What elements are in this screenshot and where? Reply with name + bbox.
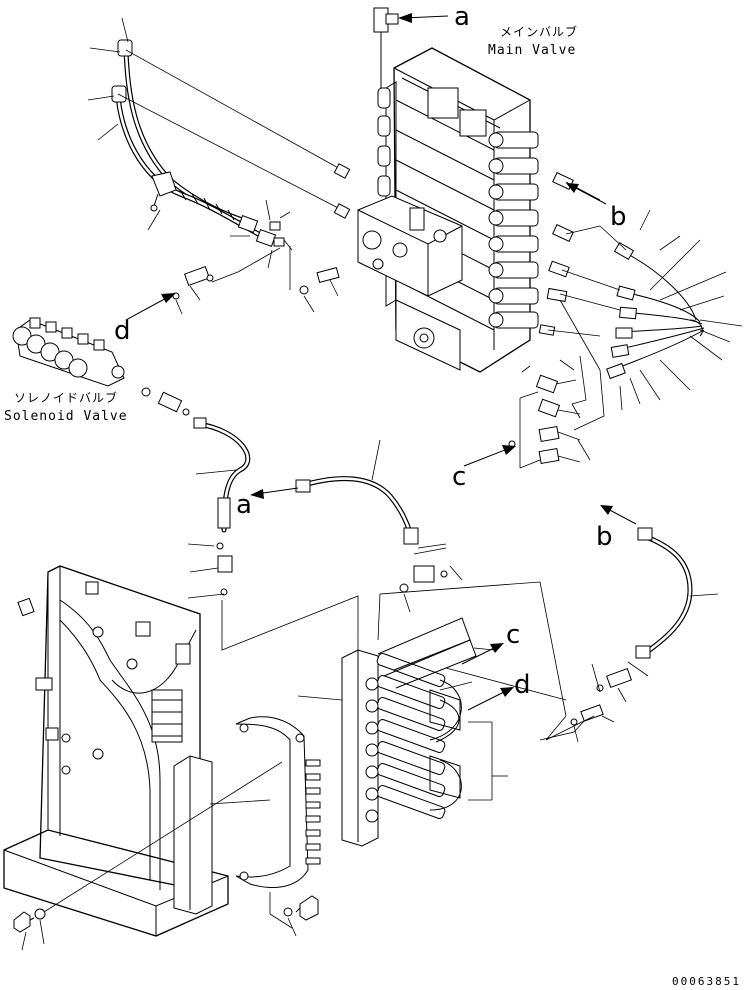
main-valve xyxy=(357,7,539,373)
solenoid-valve-caption-en: Solenoid Valve xyxy=(4,409,128,424)
arrow-a-mid xyxy=(250,487,299,499)
solenoid-hose xyxy=(187,417,251,599)
valve-side-fittings xyxy=(538,172,574,336)
arrow-b-top xyxy=(566,183,607,205)
hose-b-right xyxy=(545,527,719,743)
arrow-c-right xyxy=(461,643,504,665)
label-c-left: c xyxy=(452,462,467,492)
pilot-hoses-top-left xyxy=(87,17,351,290)
label-d-left: d xyxy=(114,316,131,346)
label-c-right: c xyxy=(506,620,521,650)
arrow-b-mid xyxy=(600,505,637,525)
channel-bracket xyxy=(235,716,321,937)
distribution-manifold xyxy=(221,581,599,847)
main-valve-caption-jp: メインバルブ xyxy=(500,25,579,39)
c-connector-group xyxy=(508,359,591,469)
arrow-a-top xyxy=(398,13,449,23)
arrow-c-left xyxy=(463,445,516,467)
arrow-d-right xyxy=(467,687,514,711)
label-a-mid: a xyxy=(236,490,252,520)
bottom-leaders xyxy=(21,543,447,951)
main-valve-caption-en: Main Valve xyxy=(488,43,577,58)
label-b-mid: b xyxy=(596,522,613,552)
drawing-number: 00063851 xyxy=(672,975,741,988)
solenoid-valve-caption-jp: ソレノイドバルブ xyxy=(14,391,119,405)
label-a-top: a xyxy=(454,2,470,32)
fittings-left xyxy=(172,265,340,315)
label-b-top: b xyxy=(610,202,627,232)
hose-bundle-right xyxy=(606,209,743,411)
arrow-d-left xyxy=(125,293,176,321)
hose-a-mid xyxy=(295,439,463,613)
leader-lines-valve xyxy=(547,181,627,431)
solenoid-valve-block xyxy=(12,317,190,416)
label-d-right: d xyxy=(514,670,531,700)
bracket-frame xyxy=(3,565,283,937)
